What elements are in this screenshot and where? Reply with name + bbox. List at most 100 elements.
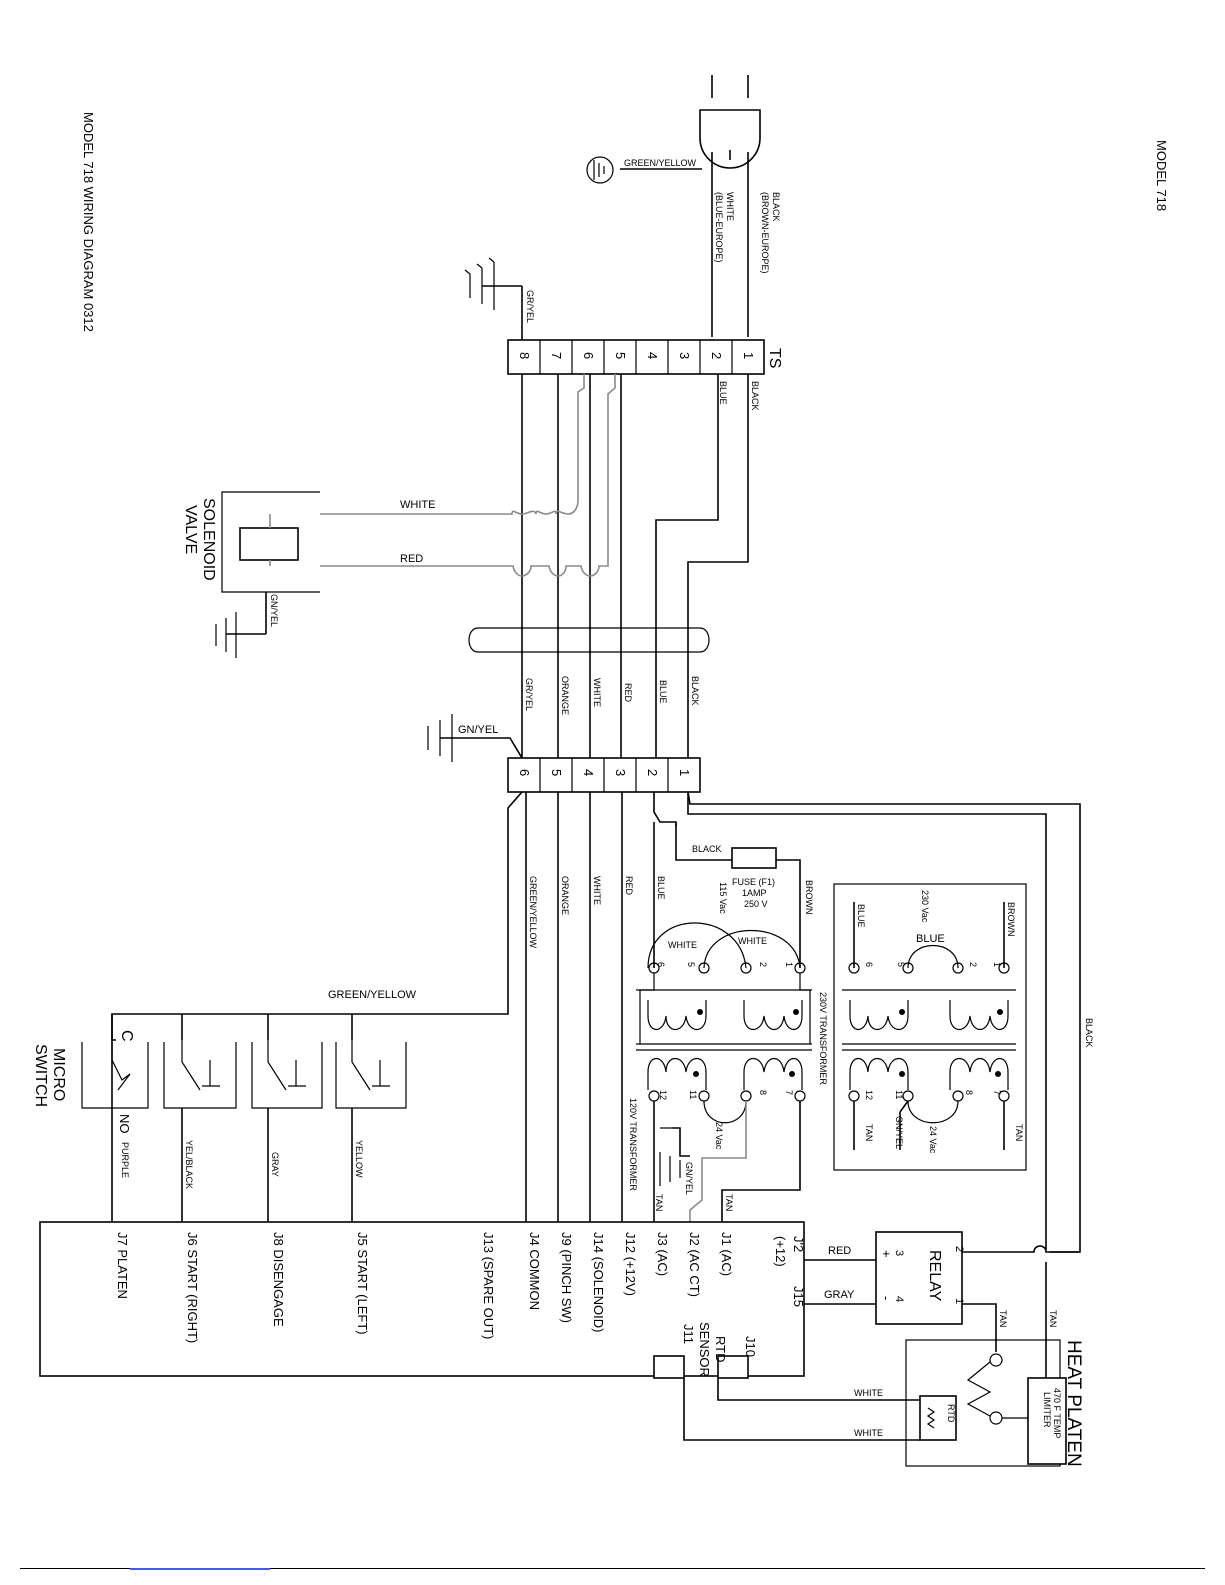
t230-pin-12: 12 [864,1090,874,1100]
wire-label-blue: BLUE [656,876,666,900]
limiter-label-2: LIMITER [1042,1392,1052,1428]
terminal-strip [507,339,765,375]
ctrl-pin-j11: J11 [681,1324,696,1344]
t120-secondary-voltage: 24 Vac [714,1122,724,1150]
switch-wire-gray: GRAY [270,1152,280,1177]
conn-pin-4: 4 [581,769,596,776]
t120-pin-5: 5 [686,962,696,967]
power-plug [620,75,761,337]
t120-pin-6: 6 [656,962,666,967]
t120-tan-label: TAN [654,1194,664,1211]
rtd-label: RTD [946,1404,956,1423]
solenoid-ground-label: GN/YEL [269,594,279,627]
fuse-label: FUSE (F1) [732,877,775,887]
relay-pin-2: 2 [953,1246,965,1252]
t120-tan-label-2: TAN [724,1194,734,1211]
limiter-label-1: 470 F TEMP [1052,1388,1062,1438]
wire-label-black-fuse: BLACK [692,844,722,854]
t230-input-voltage: 230 Vac [920,890,930,923]
wire-label-white: WHITE [592,876,602,905]
t230-tan-right: TAN [1014,1124,1024,1141]
platen-white-a: WHITE [854,1388,883,1398]
t120-pin-7: 7 [784,1090,794,1095]
t230-secondary-voltage: 24 Vac [928,1126,938,1154]
relay-wire-red: RED [828,1245,851,1257]
t230-tan-left: TAN [864,1124,874,1141]
switch-wire-purple: PURPLE [120,1142,130,1178]
solenoid-red-label: RED [400,553,423,565]
t230-wire-brown: BROWN [1006,902,1016,937]
wire-label-black-right: BLACK [1084,1018,1094,1048]
heat-platen-label: HEAT PLATEN [1063,1340,1084,1467]
plug-black-eu-label: (BROWN-EUROPE) [760,192,770,274]
ctrl-pin-j1: J1 (AC) [719,1232,734,1276]
harness-label-orange: ORANGE [560,676,570,715]
fuse-input-voltage: 115 Vac [718,882,728,914]
ctrl-pin-j2: J2 (AC CT) [687,1232,702,1297]
page-link-underline[interactable] [130,1568,270,1570]
ctrl-pin-j14: J14 (SOLENOID) [591,1232,606,1332]
conn-pin-2: 2 [645,769,660,776]
ts-terminal-2: 2 [709,352,724,359]
conn-pin-6: 6 [517,769,532,776]
page-bottom-rule [20,1568,1205,1569]
wire-label-orange: ORANGE [560,876,570,915]
fuse-voltage: 250 V [744,899,768,909]
platen-white-b: WHITE [854,1428,883,1438]
plug-white-label: WHITE [725,192,735,221]
transformer-230v [833,883,1027,1171]
t230-pin-8: 8 [964,1090,974,1095]
t120-title-230: 230V TRANSFORMER [818,992,828,1085]
t230-pin-7: 7 [992,1090,1002,1095]
diagram-title: MODEL 718 WIRING DIAGRAM 0312 [81,112,96,332]
ctrl-pin-j7: J7 PLATEN [115,1232,130,1299]
ctrl-pin-j13: J13 (SPARE OUT) [481,1232,496,1339]
t230-pin-2: 2 [968,962,978,967]
ctrl-pin-j2-plus: J'2 [791,1236,806,1252]
ground-symbol-connector [427,714,523,762]
solenoid-label-1: SOLENOID [200,498,217,581]
ground-symbol-plug [586,156,614,184]
t230-pin-5: 5 [896,962,906,967]
ctrl-rtd-label-2: SENSOR [697,1322,712,1377]
ts-terminal-4: 4 [645,352,660,359]
controller-board [39,1221,920,1441]
ctrl-pin-j3: J3 (AC) [655,1232,670,1276]
ts-terminal-3: 3 [677,352,692,359]
solenoid-valve [215,491,320,658]
conn-ground-label: GN/YEL [458,724,498,736]
t230-wire-blue: BLUE [856,904,866,928]
ctrl-rtd-label-1: RTD [713,1336,728,1362]
ts-terminal-1: 1 [741,352,756,359]
heat-platen [905,1262,1067,1467]
harness-tie [468,627,710,653]
conn-pin-5: 5 [549,769,564,776]
t230-jumper-label: BLUE [916,933,945,945]
conn-pin-3: 3 [613,769,628,776]
t120-pin-2: 2 [758,962,768,967]
ts-terminal-6: 6 [581,352,596,359]
fuse [675,822,801,968]
t120-title: 120V TRANSFORMER [628,1098,638,1191]
harness-label-white: WHITE [592,678,602,707]
ctrl-pin-j2-sub: (+12) [773,1236,788,1267]
switch-wire-yelblack: YEL/BLACK [184,1140,194,1189]
solenoid-label-2: VALVE [182,505,199,554]
ctrl-pin-j10: J10 [743,1336,758,1357]
relay [875,1231,1080,1352]
ts-terminal-8: 8 [517,352,532,359]
ctrl-pin-j6: J6 START (RIGHT) [185,1232,200,1343]
harness-label-gryel: GR/YEL [524,678,534,711]
harness-label-black: BLACK [690,676,700,706]
t230-pin-11: 11 [894,1090,904,1099]
t230-gnyel: GN/YEL [894,1116,904,1149]
ts8-wire-label: GR/YEL [525,290,535,323]
ctrl-pin-j4: J4 COMMON [527,1232,542,1310]
ts1-wire-label: BLACK [750,381,760,411]
t120-pin-1: 1 [784,962,794,967]
micro-switch-common: C [118,1030,135,1042]
micro-switch-no: NO [117,1114,132,1134]
relay-pin-4: 4 [893,1296,905,1302]
micro-switch-label-1: MICRO [50,1048,67,1101]
